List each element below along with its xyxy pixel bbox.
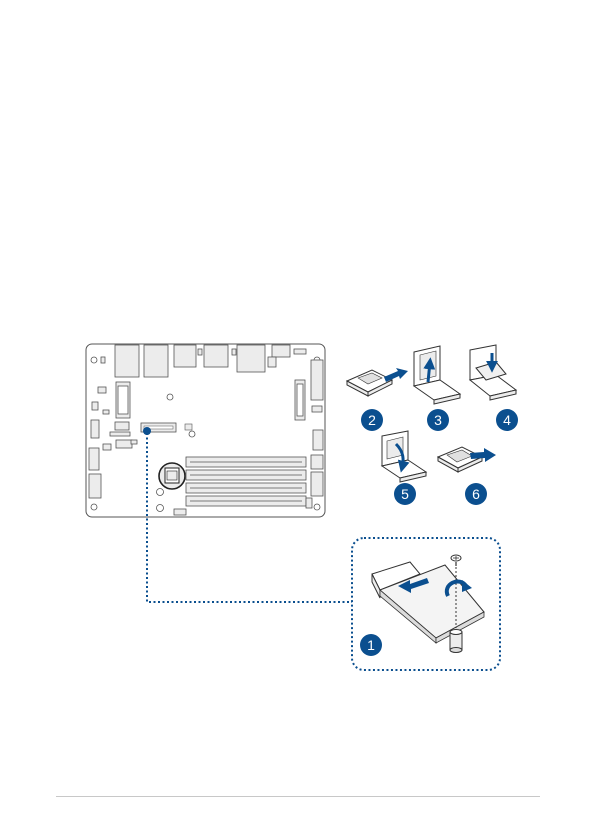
step-badge-2: 2 — [361, 409, 383, 431]
sim-step-5-illustration — [382, 431, 426, 482]
slide-arrow — [384, 368, 408, 382]
screw-icon — [451, 555, 461, 566]
sim-step-3-illustration — [414, 346, 460, 404]
sim-step-6-illustration — [438, 447, 496, 472]
step-number: 6 — [472, 486, 480, 502]
step-badge-1: 1 — [360, 634, 382, 656]
sim-step-2-illustration — [347, 368, 408, 396]
step-number: 2 — [368, 412, 376, 428]
step-number: 5 — [401, 486, 409, 502]
step-number: 3 — [434, 412, 442, 428]
step-number: 1 — [367, 637, 375, 653]
sim-step-4-illustration — [470, 345, 516, 400]
motherboard-diagram — [86, 344, 325, 517]
m2-card-installation — [372, 555, 484, 653]
step-badge-4: 4 — [496, 409, 518, 431]
m2-connector — [185, 424, 192, 430]
step-number: 4 — [503, 412, 511, 428]
step-badge-5: 5 — [394, 483, 416, 505]
footer-rule — [56, 796, 540, 797]
step-badge-6: 6 — [465, 483, 487, 505]
step-badge-3: 3 — [427, 409, 449, 431]
